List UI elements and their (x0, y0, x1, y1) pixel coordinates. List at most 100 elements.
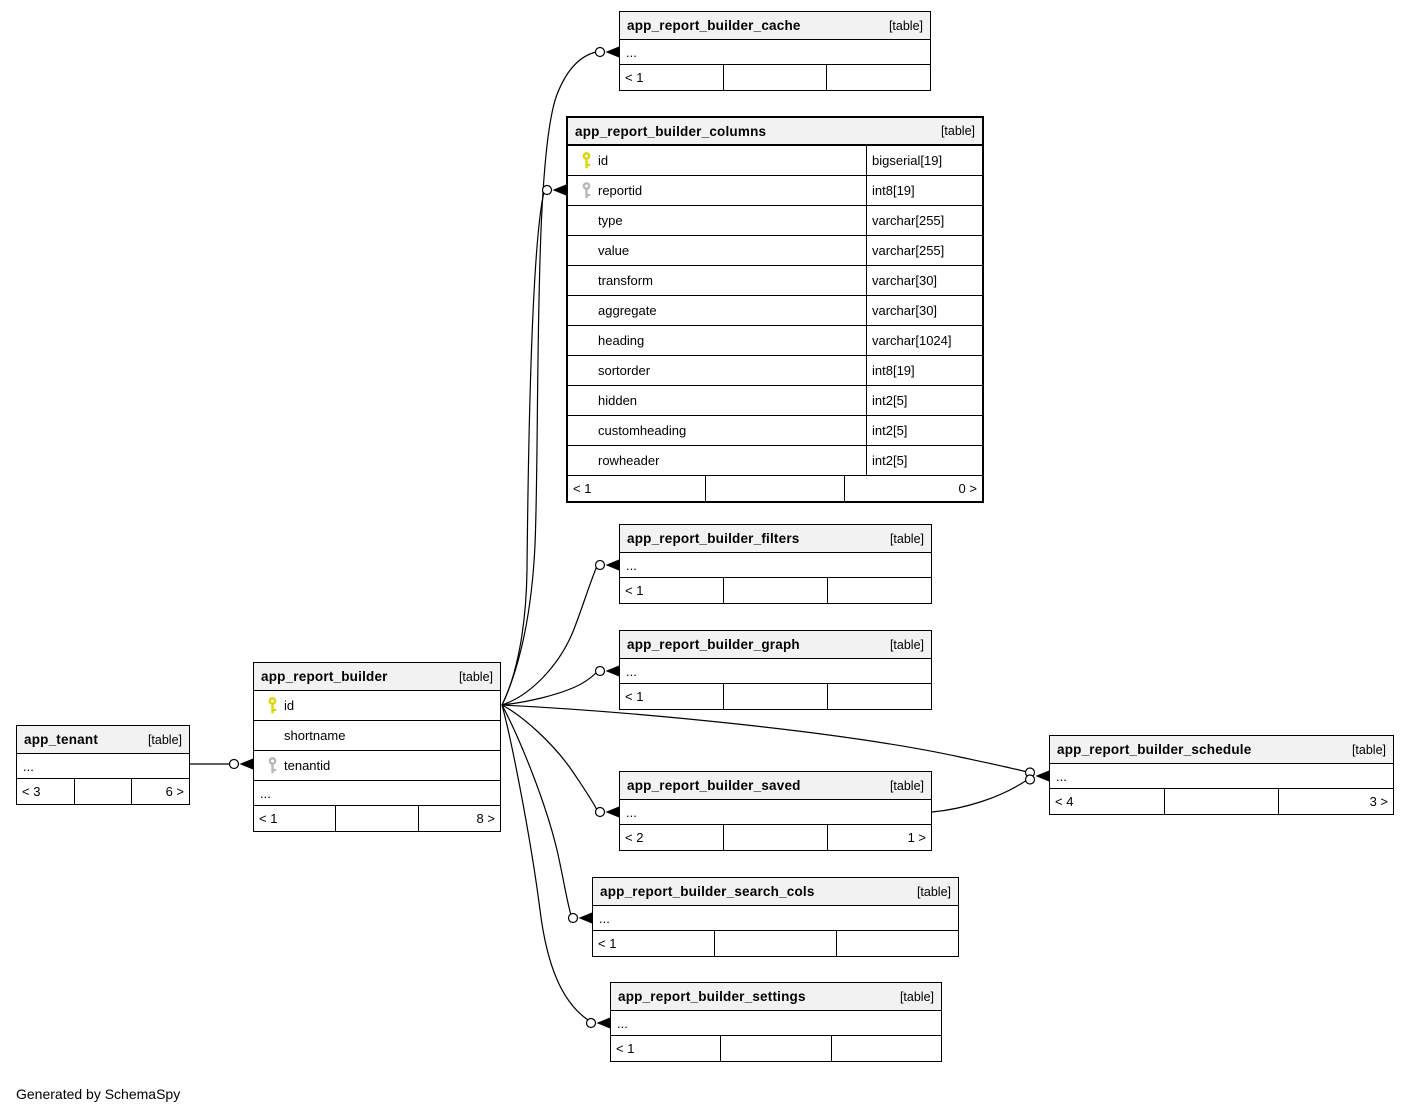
table-name: app_report_builder_columns (575, 123, 767, 139)
table-footer: < 2 1 > (620, 825, 931, 850)
footer-parents-count (826, 65, 930, 90)
column-type: int8[19] (866, 176, 982, 205)
table-type-badge: [table] (147, 732, 182, 747)
column-type: int2[5] (866, 416, 982, 445)
crow-foot-arrow (605, 806, 619, 818)
table-type-badge: [table] (458, 669, 493, 684)
column-row: id bigserial[19] (568, 146, 982, 176)
zero-cardinality-dot (567, 912, 579, 924)
table-type-badge: [table] (889, 637, 924, 652)
column-name: sortorder (598, 363, 651, 378)
table-footer: < 1 (611, 1036, 941, 1061)
table-header[interactable]: app_report_builder_filters [table] (620, 525, 931, 553)
table-footer: < 1 (620, 578, 931, 603)
footer-spacer-cell (720, 1036, 830, 1061)
footer-parents-count: 3 > (1278, 789, 1393, 814)
elided-columns-row: ... (611, 1011, 941, 1036)
footer-spacer-cell (723, 578, 827, 603)
column-name: hidden (598, 393, 638, 408)
column-name: customheading (598, 423, 687, 438)
table-footer: < 1 (593, 931, 958, 956)
table-footer: < 1 8 > (254, 806, 500, 831)
zero-cardinality-dot (541, 184, 553, 196)
edge-builder-schedule (501, 704, 1028, 773)
table-type-badge: [table] (916, 884, 951, 899)
edge-builder-settings (501, 704, 589, 1021)
footer-children-count: < 1 (616, 1041, 635, 1056)
table-app_report_builder_search_cols: app_report_builder_search_cols [table] .… (592, 877, 959, 957)
footer-children-count: < 1 (598, 936, 617, 951)
footer-children-count: < 1 (625, 70, 644, 85)
column-row: value varchar[255] (568, 236, 982, 266)
elided-columns-row: ... (17, 754, 189, 779)
table-name: app_report_builder_search_cols (600, 884, 815, 899)
zero-cardinality-dot (594, 46, 606, 58)
elided-columns-row: ... (1050, 764, 1393, 789)
column-type: varchar[1024] (866, 326, 982, 355)
table-header[interactable]: app_report_builder_columns [table] (568, 118, 982, 146)
foreign-key-icon (260, 756, 284, 775)
table-header[interactable]: app_report_builder [table] (254, 663, 500, 691)
table-app_tenant: app_tenant [table] ... < 3 6 > (16, 725, 190, 805)
footer-parents-count (827, 578, 931, 603)
table-header[interactable]: app_report_builder_cache [table] (620, 12, 930, 40)
table-header[interactable]: app_report_builder_search_cols [table] (593, 878, 958, 906)
footer-spacer-cell (73, 779, 132, 804)
column-name: aggregate (598, 303, 657, 318)
table-footer: < 1 (620, 65, 930, 90)
column-name: id (284, 698, 295, 713)
column-row: type varchar[255] (568, 206, 982, 236)
table-name: app_report_builder_settings (618, 989, 806, 1004)
table-type-badge: [table] (1351, 742, 1386, 757)
column-name: reportid (598, 183, 643, 198)
column-name: transform (598, 273, 653, 288)
footer-parents-count: 1 > (827, 825, 931, 850)
crow-foot-arrow (239, 758, 253, 770)
column-name: heading (598, 333, 645, 348)
table-header[interactable]: app_report_builder_saved [table] (620, 772, 931, 800)
crow-foot-arrow (596, 1017, 610, 1029)
elided-columns-row: ... (254, 781, 500, 806)
table-app_report_builder_settings: app_report_builder_settings [table] ... … (610, 982, 942, 1062)
zero-cardinality-dot (228, 758, 240, 770)
table-header[interactable]: app_tenant [table] (17, 726, 189, 754)
column-type: varchar[30] (866, 266, 982, 295)
table-app_report_builder_saved: app_report_builder_saved [table] ... < 2… (619, 771, 932, 851)
column-row: id (254, 691, 500, 721)
column-row: aggregate varchar[30] (568, 296, 982, 326)
footer-children-count: < 4 (1055, 794, 1074, 809)
table-header[interactable]: app_report_builder_schedule [table] (1050, 736, 1393, 764)
footer-spacer-cell (723, 825, 827, 850)
table-name: app_report_builder (261, 669, 388, 684)
edge-builder-columns (501, 191, 545, 706)
table-type-badge: [table] (889, 531, 924, 546)
zero-cardinality-dot (1024, 774, 1036, 785)
table-header[interactable]: app_report_builder_settings [table] (611, 983, 941, 1011)
table-app_report_builder_cache: app_report_builder_cache [table] ... < 1 (619, 11, 931, 91)
table-name: app_report_builder_schedule (1057, 742, 1252, 757)
foreign-key-icon (574, 181, 598, 200)
zero-cardinality-dot (594, 806, 606, 818)
table-footer: < 4 3 > (1050, 789, 1393, 814)
column-row: hidden int2[5] (568, 386, 982, 416)
footer-parents-count (827, 684, 931, 709)
column-type: int8[19] (866, 356, 982, 385)
footer-children-count: < 1 (259, 811, 278, 826)
zero-cardinality-dot (594, 559, 606, 571)
column-row: reportid int8[19] (568, 176, 982, 206)
edge-builder-cache (501, 51, 597, 706)
table-header[interactable]: app_report_builder_graph [table] (620, 631, 931, 659)
table-app_report_builder_schedule: app_report_builder_schedule [table] ... … (1049, 735, 1394, 815)
table-app_report_builder_graph: app_report_builder_graph [table] ... < 1 (619, 630, 932, 710)
elided-columns-row: ... (620, 800, 931, 825)
elided-columns-row: ... (620, 40, 930, 65)
column-name: type (598, 213, 623, 228)
footer-spacer-cell (335, 806, 417, 831)
column-name: rowheader (598, 453, 660, 468)
footer-parents-count: 8 > (417, 806, 500, 831)
footer-children-count: < 1 (625, 689, 644, 704)
primary-key-icon (574, 151, 598, 170)
crow-foot-arrow (552, 184, 566, 196)
edge-saved-schedule (931, 779, 1028, 813)
